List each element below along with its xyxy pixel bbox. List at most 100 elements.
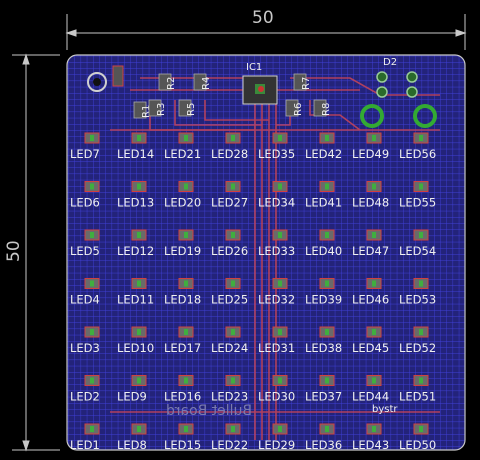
led-label: LED20 <box>164 196 201 210</box>
led-label: LED1 <box>70 438 100 452</box>
led-label: LED49 <box>352 147 389 161</box>
led-led30: LED30 <box>258 375 295 404</box>
led-label: LED48 <box>352 196 389 210</box>
led-label: LED18 <box>164 293 201 307</box>
mounting-hole <box>87 72 107 92</box>
led-led15: LED15 <box>164 423 201 452</box>
led-led53: LED53 <box>399 278 436 307</box>
led-label: LED19 <box>164 244 201 258</box>
led-led29: LED29 <box>258 423 295 452</box>
dimension-height-label: 50 <box>4 240 24 262</box>
led-led24: LED24 <box>211 326 248 355</box>
dimension-left <box>12 53 60 452</box>
led-led27: LED27 <box>211 181 248 210</box>
connector-pad <box>112 65 124 87</box>
led-led34: LED34 <box>258 181 295 210</box>
led-led26: LED26 <box>211 229 248 258</box>
led-led28: LED28 <box>211 132 248 161</box>
led-label: LED4 <box>70 293 100 307</box>
led-label: LED21 <box>164 147 201 161</box>
led-led16: LED16 <box>164 375 201 404</box>
led-led42: LED42 <box>305 132 342 161</box>
led-label: LED13 <box>117 196 154 210</box>
led-label: LED22 <box>211 438 248 452</box>
board-outline <box>66 54 466 451</box>
led-label: LED32 <box>258 293 295 307</box>
led-label: LED12 <box>117 244 154 258</box>
led-label: LED34 <box>258 196 295 210</box>
led-label: LED38 <box>305 341 342 355</box>
led-led1: LED1 <box>70 423 100 452</box>
led-led7: LED7 <box>70 132 100 161</box>
led-led3: LED3 <box>70 326 100 355</box>
resistor-label: R5 <box>186 103 197 116</box>
led-label: LED7 <box>70 147 100 161</box>
led-led48: LED48 <box>352 181 389 210</box>
bottom-small-text: bystr <box>372 404 398 415</box>
resistor-label: R2 <box>166 77 177 90</box>
led-label: LED14 <box>117 147 154 161</box>
led-label: LED54 <box>399 244 436 258</box>
led-led51: LED51 <box>399 375 436 404</box>
led-led23: LED23 <box>211 375 248 404</box>
led-label: LED2 <box>70 390 100 404</box>
led-label: LED25 <box>211 293 248 307</box>
led-label: LED46 <box>352 293 389 307</box>
led-led45: LED45 <box>352 326 389 355</box>
led-led43: LED43 <box>352 423 389 452</box>
led-label: LED37 <box>305 390 342 404</box>
led-led17: LED17 <box>164 326 201 355</box>
led-label: LED39 <box>305 293 342 307</box>
led-label: LED23 <box>211 390 248 404</box>
led-label: LED10 <box>117 341 154 355</box>
led-label: LED55 <box>399 196 436 210</box>
led-label: LED5 <box>70 244 100 258</box>
diode-label: D2 <box>383 57 397 68</box>
led-led32: LED32 <box>258 278 295 307</box>
dimension-top <box>65 14 467 50</box>
led-led19: LED19 <box>164 229 201 258</box>
resistor-r1: R1 <box>133 101 152 119</box>
led-led18: LED18 <box>164 278 201 307</box>
resistor-r3: R3 <box>148 99 167 117</box>
led-led11: LED11 <box>117 278 154 307</box>
led-label: LED43 <box>352 438 389 452</box>
led-label: LED47 <box>352 244 389 258</box>
led-led37: LED37 <box>305 375 342 404</box>
led-label: LED17 <box>164 341 201 355</box>
led-label: LED9 <box>117 390 147 404</box>
resistor-label: R6 <box>293 103 304 116</box>
led-label: LED50 <box>399 438 436 452</box>
led-label: LED51 <box>399 390 436 404</box>
led-led39: LED39 <box>305 278 342 307</box>
resistor-label: R4 <box>201 77 212 90</box>
led-led47: LED47 <box>352 229 389 258</box>
led-led38: LED38 <box>305 326 342 355</box>
led-led35: LED35 <box>258 132 295 161</box>
led-label: LED16 <box>164 390 201 404</box>
led-led5: LED5 <box>70 229 100 258</box>
led-led41: LED41 <box>305 181 342 210</box>
bottom-silkscreen-text: Bullet Board <box>166 403 252 419</box>
dimension-width-label: 50 <box>252 8 274 28</box>
led-label: LED26 <box>211 244 248 258</box>
led-led4: LED4 <box>70 278 100 307</box>
led-led54: LED54 <box>399 229 436 258</box>
led-led40: LED40 <box>305 229 342 258</box>
led-label: LED15 <box>164 438 201 452</box>
resistor-r6: R6 <box>285 99 304 117</box>
led-label: LED44 <box>352 390 389 404</box>
led-label: LED11 <box>117 293 154 307</box>
resistor-label: R3 <box>156 103 167 116</box>
led-label: LED24 <box>211 341 248 355</box>
ic-label: IC1 <box>246 62 262 73</box>
led-led50: LED50 <box>399 423 436 452</box>
led-led33: LED33 <box>258 229 295 258</box>
led-led14: LED14 <box>117 132 154 161</box>
led-label: LED3 <box>70 341 100 355</box>
led-label: LED41 <box>305 196 342 210</box>
led-label: LED35 <box>258 147 295 161</box>
